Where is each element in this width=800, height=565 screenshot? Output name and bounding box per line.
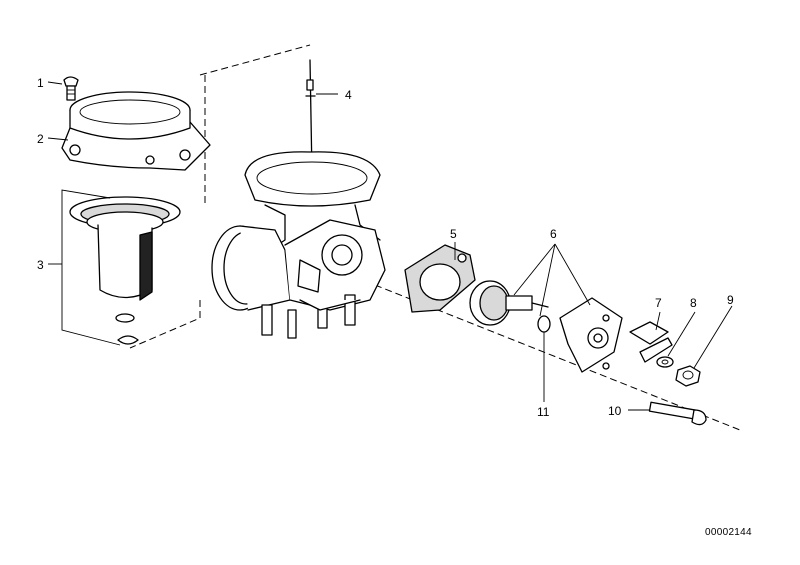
- part-6-pump-assembly: [469, 280, 623, 373]
- part-8-washer: [656, 356, 674, 368]
- part-3-diaphragm-slide: [69, 196, 181, 345]
- callout-10: 10: [608, 404, 622, 418]
- part-7-lever: [629, 321, 673, 363]
- reference-code: 00002144: [705, 527, 752, 538]
- leader-lines: [47, 81, 733, 411]
- callout-3: 3: [37, 258, 44, 272]
- part-10-bolt: [648, 401, 707, 426]
- callout-5: 5: [450, 227, 457, 241]
- callout-9: 9: [727, 293, 734, 307]
- assembly-frame-lines: [129, 44, 741, 431]
- part-9-nut: [675, 365, 701, 387]
- callout-4: 4: [345, 88, 352, 102]
- callout-6: 6: [550, 227, 557, 241]
- part-11-ring: [537, 315, 551, 333]
- part-1-screw: [63, 76, 79, 101]
- callouts: 1 2 3 4 5 6 7 8 9 10 11: [37, 76, 734, 419]
- callout-2: 2: [37, 132, 44, 146]
- callout-11: 11: [537, 405, 550, 419]
- callout-8: 8: [690, 296, 697, 310]
- callout-1: 1: [37, 76, 44, 90]
- part-3-bracket: [61, 189, 121, 346]
- carburetor-body: [211, 151, 386, 339]
- callout-7: 7: [655, 296, 662, 310]
- part-5-gasket: [404, 244, 476, 313]
- part-2-cover: [61, 91, 211, 171]
